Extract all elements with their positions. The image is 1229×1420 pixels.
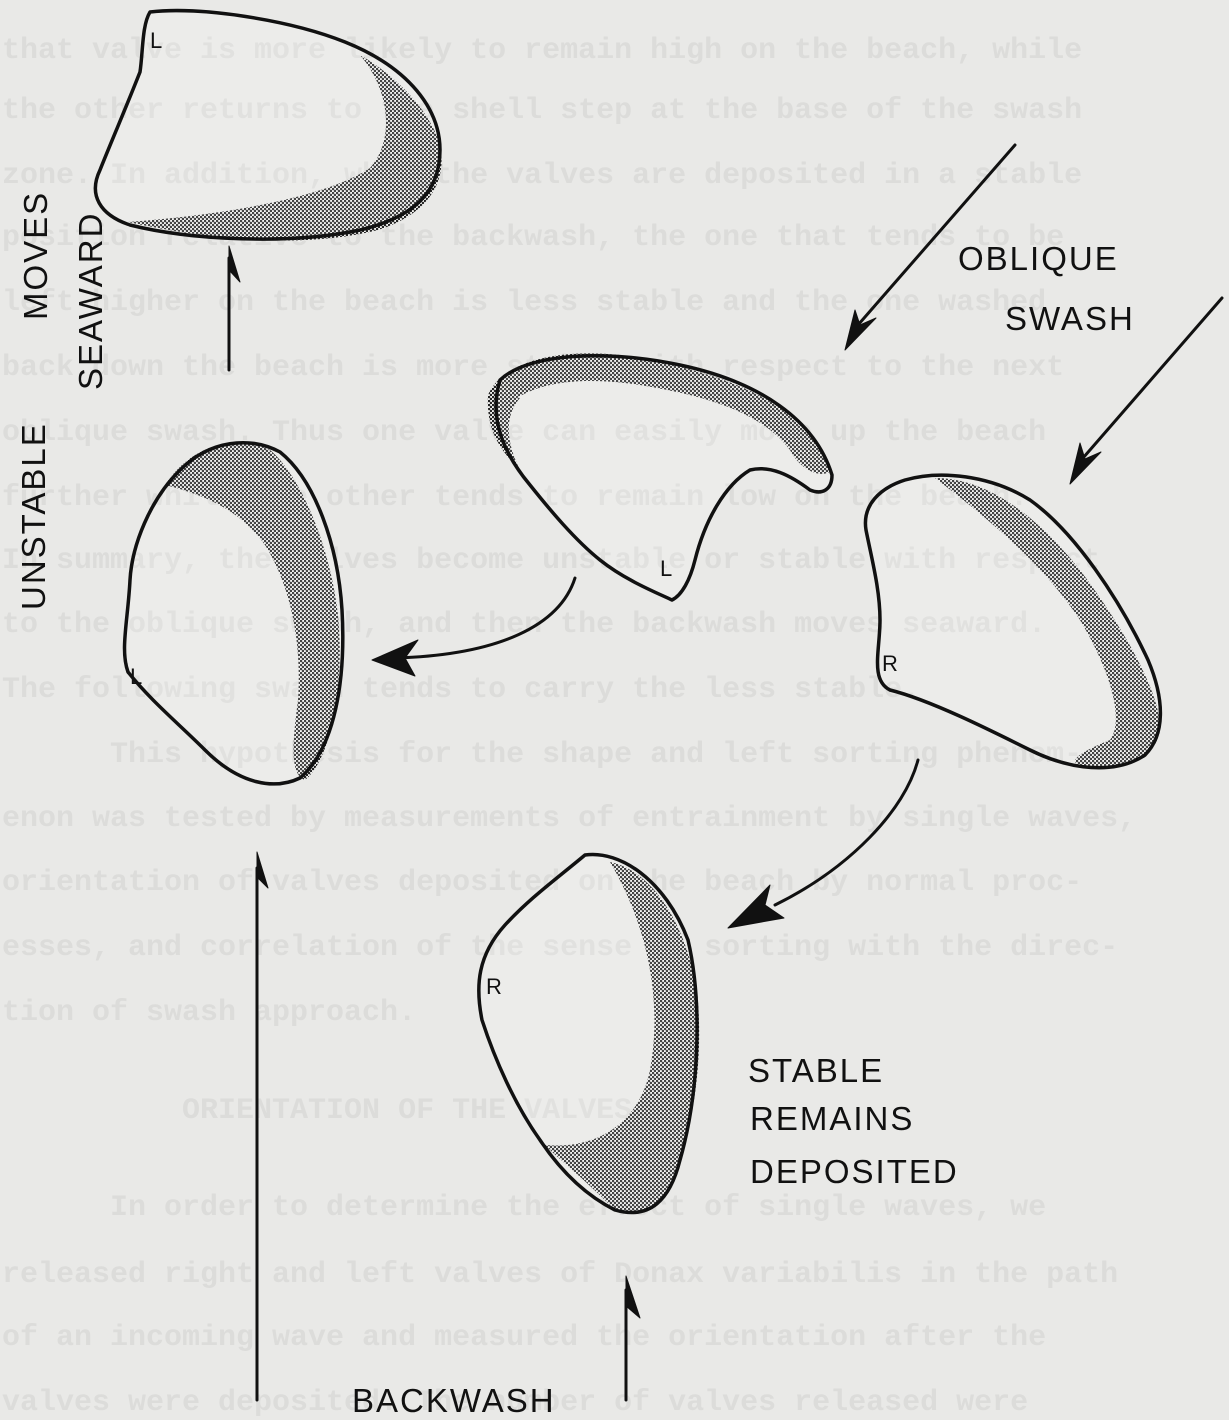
bg-line: of an incoming wave and measured the ori… [2, 1321, 1046, 1355]
valve-right: R [865, 475, 1160, 768]
swash-label: SWASH [1005, 300, 1135, 337]
bg-line: In order to determine the effect of sing… [2, 1191, 1046, 1225]
bg-line: released right and left valves of Donax … [2, 1258, 1118, 1292]
valve-side-label: L [130, 664, 142, 689]
valve-side-label: L [150, 28, 162, 53]
curved-arrow-down [728, 760, 918, 928]
valve-side-label: R [486, 974, 502, 999]
moves-label: MOVES [17, 191, 54, 320]
deposited-label: DEPOSITED [750, 1153, 959, 1190]
oblique-label: OBLIQUE [958, 240, 1119, 277]
valve-side-label: R [882, 651, 898, 676]
stable-label: STABLE [748, 1052, 884, 1089]
bg-line: This hypothesis for the shape and left s… [2, 738, 1082, 772]
unstable-label: UNSTABLE [15, 422, 52, 610]
bg-line: enon was tested by measurements of entra… [2, 802, 1136, 836]
bg-line: tion of swash approach. [2, 996, 416, 1030]
seaward-label: SEAWARD [72, 212, 109, 390]
valve-bottom: R [479, 854, 699, 1212]
remains-label: REMAINS [750, 1100, 914, 1137]
backwash-label: BACKWASH [352, 1382, 556, 1419]
valve-side-label: L [660, 556, 672, 581]
